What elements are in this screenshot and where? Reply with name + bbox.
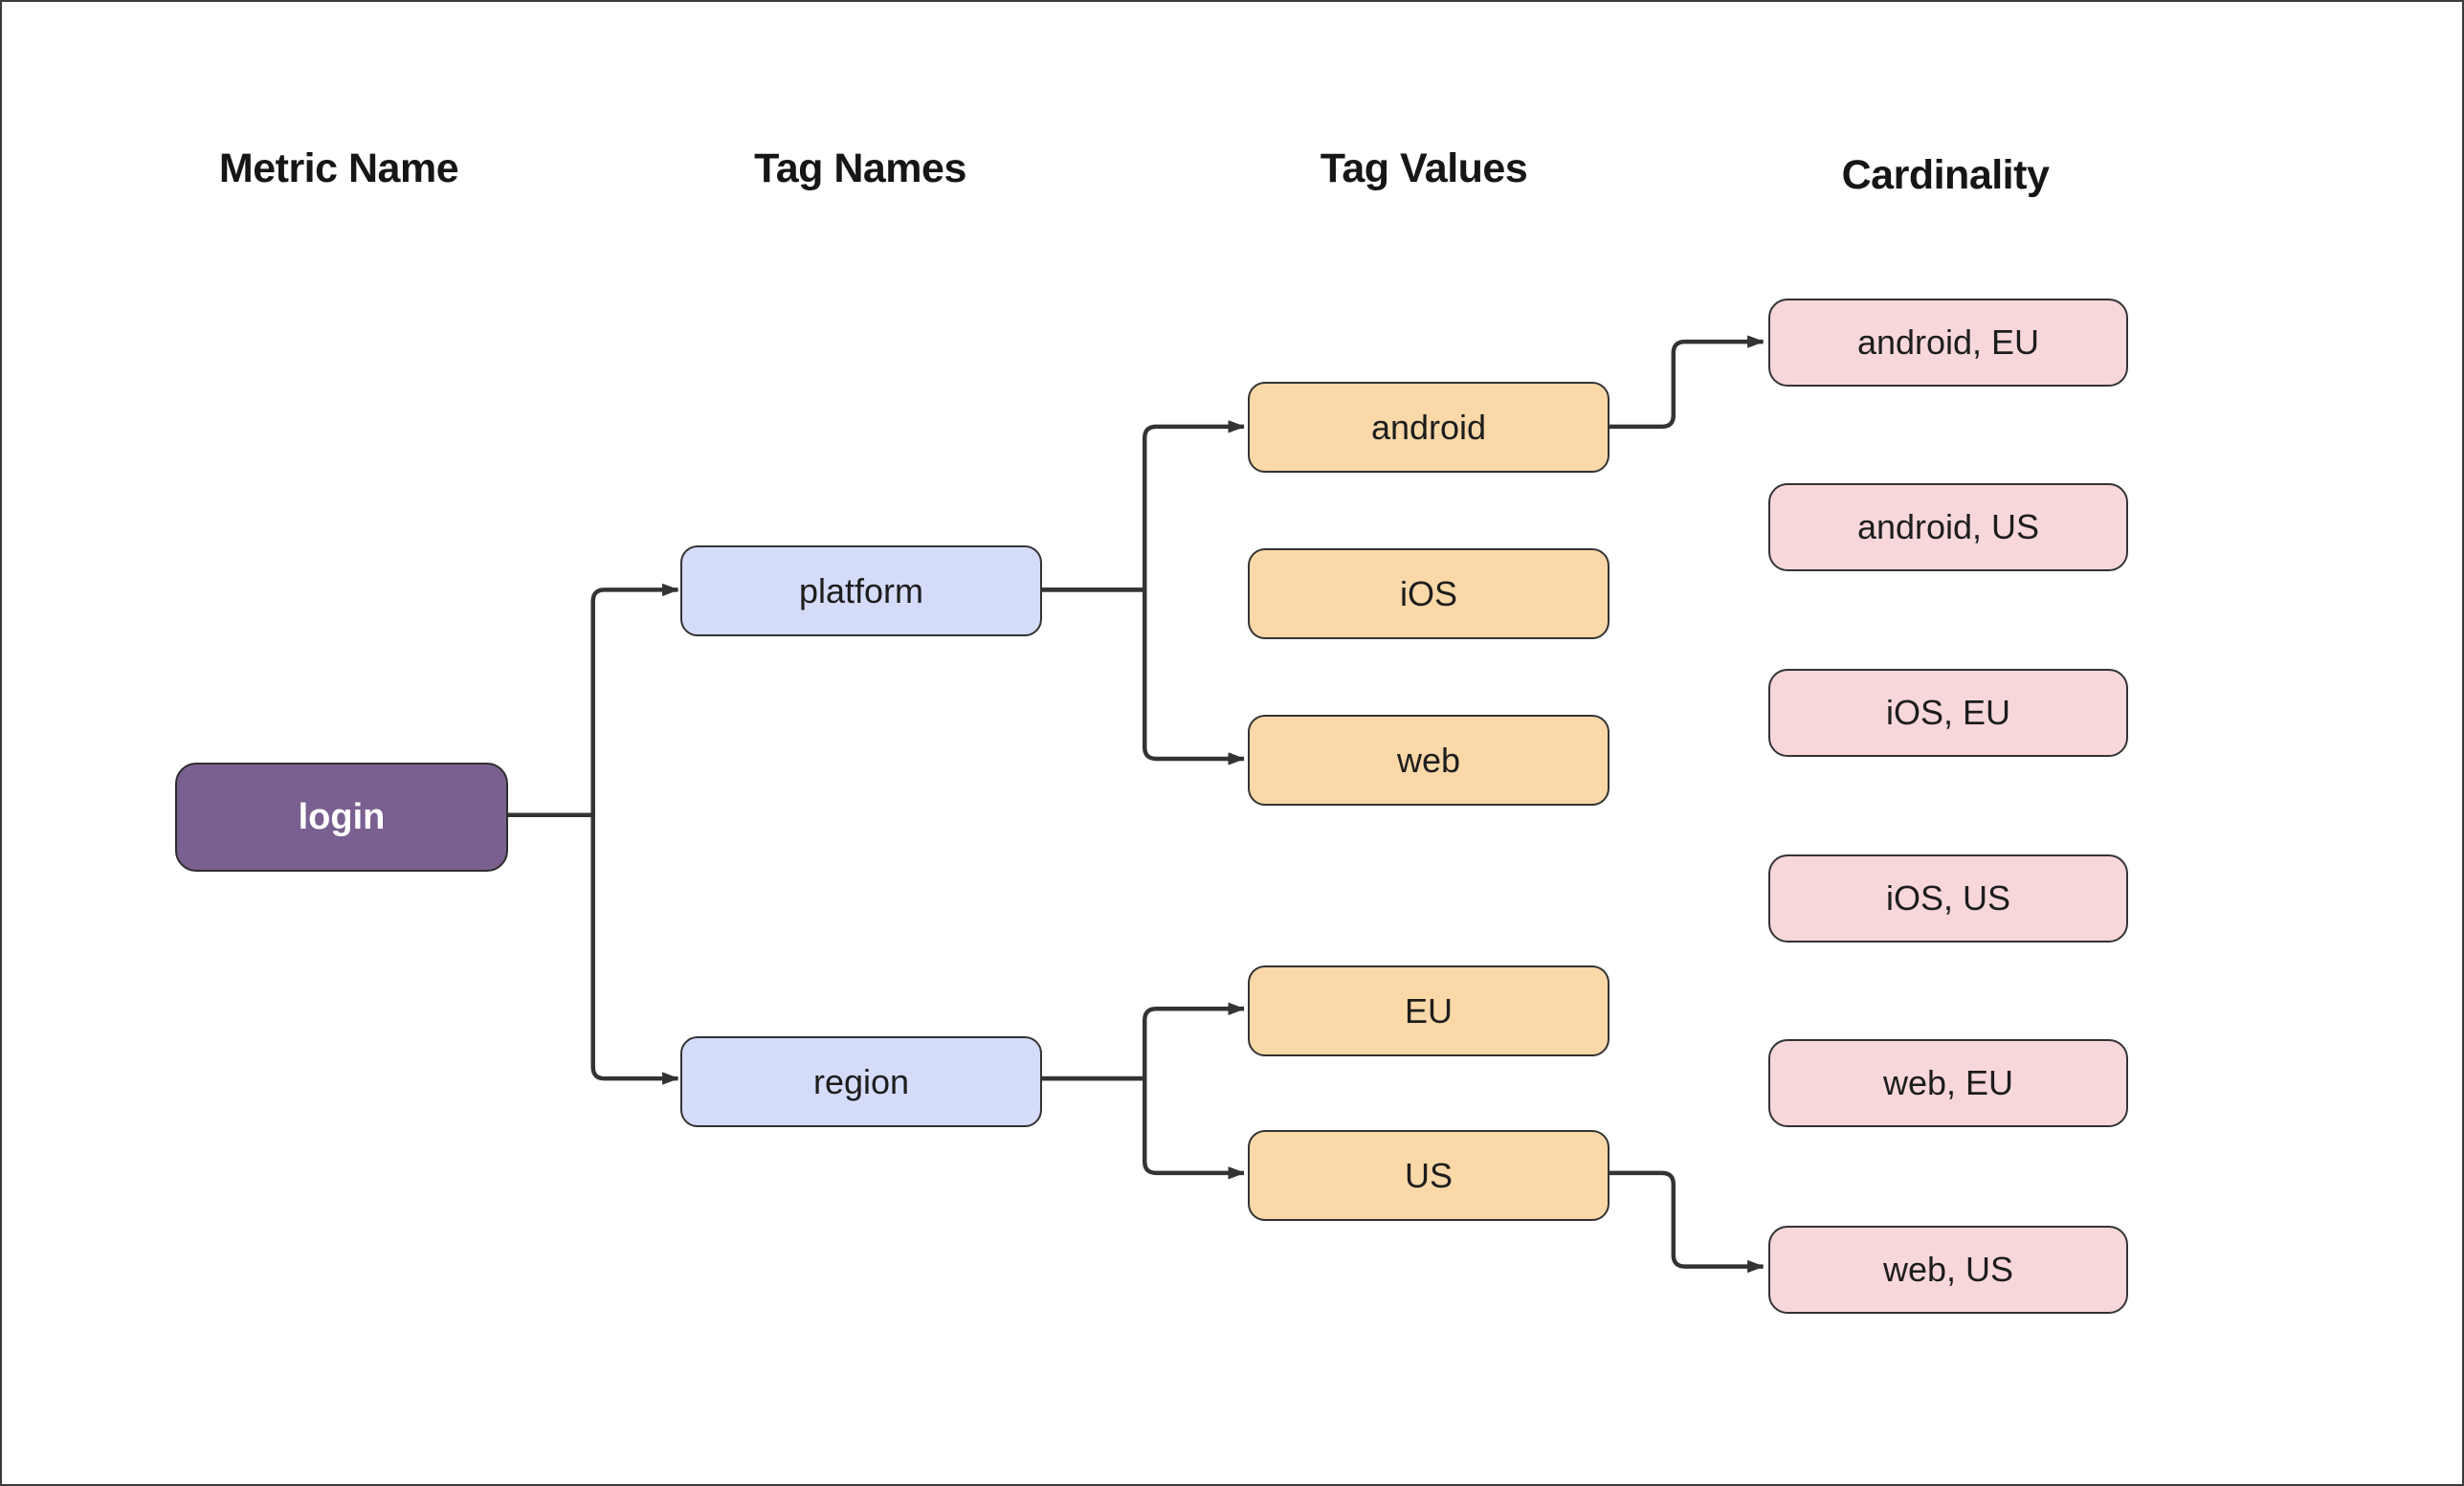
edge-us-web-us xyxy=(1606,1170,1765,1274)
node-web: web xyxy=(1248,715,1609,806)
node-web-us: web, US xyxy=(1768,1226,2128,1314)
node-android: android xyxy=(1248,382,1609,473)
node-login: login xyxy=(175,763,508,872)
edge-region-eu xyxy=(1040,1002,1245,1081)
column-header-metric-name: Metric Name xyxy=(218,145,459,191)
column-header-cardinality: Cardinality xyxy=(1841,152,2050,198)
node-android-us: android, US xyxy=(1768,483,2128,571)
node-eu: EU xyxy=(1248,965,1609,1056)
edge-region-us xyxy=(1040,1076,1245,1180)
node-ios-eu: iOS, EU xyxy=(1768,669,2128,757)
edge-android-android-eu xyxy=(1606,335,1765,430)
node-ios-us: iOS, US xyxy=(1768,854,2128,943)
node-region: region xyxy=(680,1036,1042,1127)
column-header-tag-names: Tag Names xyxy=(754,145,966,191)
node-platform: platform xyxy=(680,545,1042,636)
node-us: US xyxy=(1248,1130,1609,1221)
edge-platform-android xyxy=(1040,420,1245,592)
node-android-eu: android, EU xyxy=(1768,299,2128,387)
column-header-tag-values: Tag Values xyxy=(1320,145,1528,191)
edge-login-region xyxy=(507,812,678,1085)
node-ios: iOS xyxy=(1248,548,1609,639)
edge-login-platform xyxy=(507,583,678,818)
node-web-eu: web, EU xyxy=(1768,1039,2128,1127)
edge-platform-web xyxy=(1040,588,1245,765)
